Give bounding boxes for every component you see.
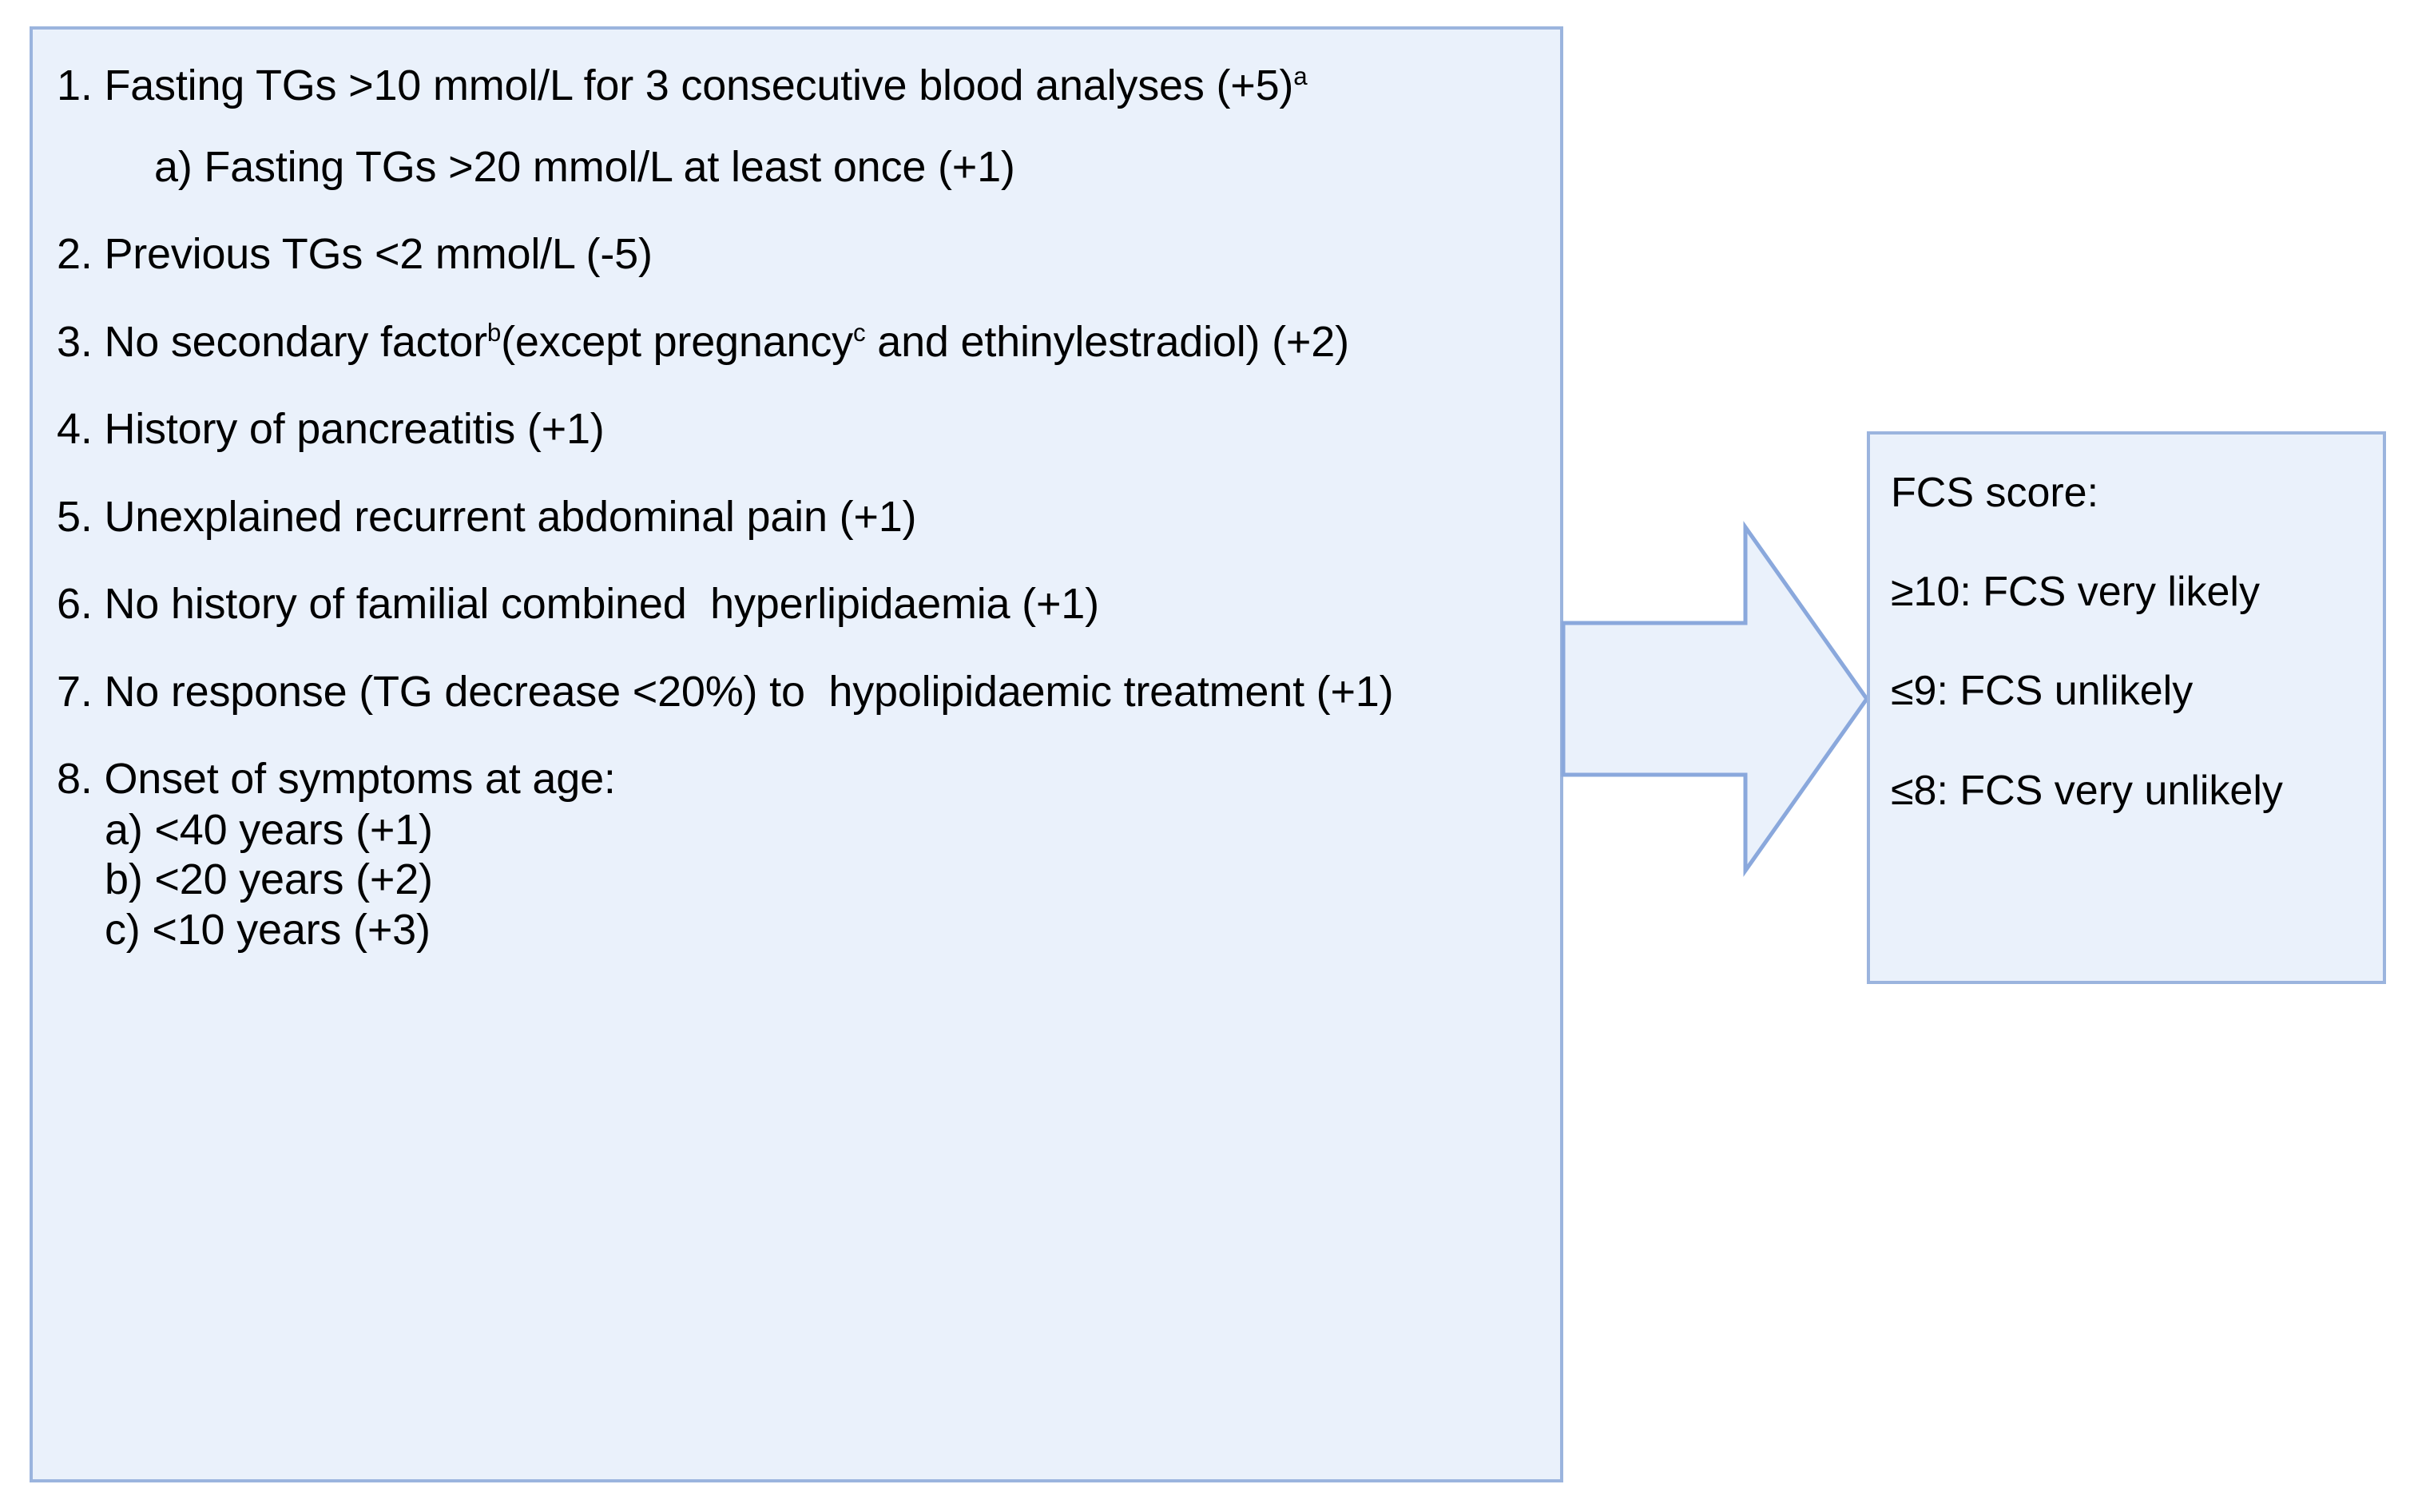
criteria-item-1a-text: a) Fasting TGs >20 mmol/L at least once …: [154, 142, 1015, 191]
criteria-item-4: 4. History of pancreatitis (+1): [57, 405, 1536, 454]
criteria-item-3-text-part2: (except pregnancy: [501, 317, 853, 366]
criteria-item-2: 2. Previous TGs <2 mmol/L (-5): [57, 230, 1536, 280]
criteria-item-8b-text: b) <20 years (+2): [105, 855, 433, 904]
criteria-item-8a-text: a) <40 years (+1): [105, 805, 433, 854]
right-arrow-icon: [1561, 521, 1870, 877]
criteria-item-8c: c) <10 years (+3): [57, 906, 1536, 954]
fcs-score-level-unlikely: ≤9: FCS unlikely: [1891, 668, 2194, 715]
criteria-item-3-text-part1: 3. No secondary factor: [57, 317, 487, 366]
criteria-item-8b: b) <20 years (+2): [57, 855, 1536, 903]
criteria-item-1-text: 1. Fasting TGs >10 mmol/L for 3 consecut…: [57, 62, 1294, 109]
fcs-score-level-very-unlikely: ≤8: FCS very unlikely: [1891, 767, 2283, 814]
criteria-item-1a: a) Fasting TGs >20 mmol/L at least once …: [57, 143, 1536, 192]
criteria-item-3-footnote-marker-c: c: [852, 318, 866, 347]
criteria-item-3-footnote-marker-b: b: [486, 318, 502, 347]
criteria-item-3-text-part3: and ethinylestradiol) (+2): [865, 317, 1349, 366]
criteria-item-6: 6. No history of familial combined hyper…: [57, 580, 1536, 629]
criteria-item-8a: a) <40 years (+1): [57, 806, 1536, 854]
right-arrow-shape: [1561, 521, 1870, 877]
flow-arrow: [1561, 521, 1870, 877]
fcs-criteria-box: 1. Fasting TGs >10 mmol/L for 3 consecut…: [30, 26, 1563, 1482]
criteria-item-2-text: 2. Previous TGs <2 mmol/L (-5): [57, 230, 653, 279]
criteria-item-1: 1. Fasting TGs >10 mmol/L for 3 consecut…: [57, 62, 1536, 111]
criteria-item-4-text: 4. History of pancreatitis (+1): [57, 405, 605, 454]
criteria-item-8: 8. Onset of symptoms at age:: [57, 755, 1536, 804]
fcs-score-heading: FCS score:: [1891, 470, 2099, 516]
criteria-item-1-footnote-marker: a: [1293, 62, 1308, 90]
criteria-item-8c-text: c) <10 years (+3): [105, 905, 431, 954]
fcs-score-level-very-likely: ≥10: FCS very likely: [1891, 569, 2260, 616]
criteria-item-5-text: 5. Unexplained recurrent abdominal pain …: [57, 492, 917, 541]
criteria-item-5: 5. Unexplained recurrent abdominal pain …: [57, 493, 1536, 542]
criteria-item-7-text: 7. No response (TG decrease <20%) to hyp…: [57, 667, 1394, 716]
criteria-item-8-text: 8. Onset of symptoms at age:: [57, 755, 616, 804]
criteria-item-7: 7. No response (TG decrease <20%) to hyp…: [57, 668, 1536, 717]
fcs-score-box: FCS score: ≥10: FCS very likely ≤9: FCS …: [1867, 431, 2386, 984]
criteria-item-6-text: 6. No history of familial combined hyper…: [57, 580, 1099, 629]
criteria-item-3: 3. No secondary factorb(except pregnancy…: [57, 318, 1536, 367]
